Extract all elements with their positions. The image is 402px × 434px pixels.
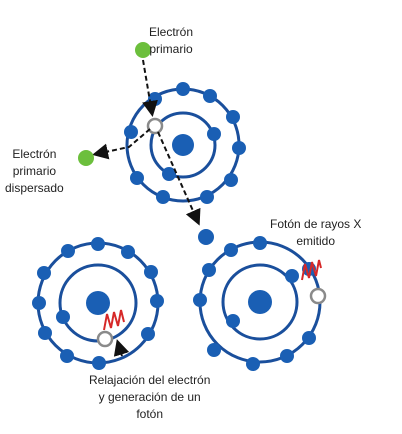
electron xyxy=(224,243,238,257)
electron xyxy=(162,167,176,181)
vacancy xyxy=(96,330,114,348)
outer-electrons xyxy=(193,236,316,371)
vacancy xyxy=(146,117,164,135)
ejected-electron xyxy=(198,229,214,245)
scattered-path xyxy=(92,128,151,160)
nucleus xyxy=(172,134,194,156)
relaxation-arrow xyxy=(113,339,130,357)
electron xyxy=(150,294,164,308)
electron xyxy=(226,110,240,124)
electron xyxy=(226,314,240,328)
atom-bottom-right xyxy=(193,236,327,371)
electron xyxy=(56,310,70,324)
inner-electrons xyxy=(56,310,70,324)
inner-orbit xyxy=(149,111,217,179)
electron xyxy=(144,265,158,279)
electron xyxy=(156,190,170,204)
atom-bottom-left xyxy=(32,237,164,370)
incoming-path-arrow xyxy=(142,59,158,117)
scattered-electron xyxy=(78,150,94,166)
ejected-electron-path xyxy=(157,131,201,226)
label-relaxation: Relajación del electrón y generación de … xyxy=(89,373,211,421)
electron xyxy=(280,349,294,363)
atom-top xyxy=(124,82,246,204)
electron xyxy=(130,171,144,185)
electron xyxy=(232,141,246,155)
electron xyxy=(92,356,106,370)
label-xray-photon: Fotón de rayos X emitido xyxy=(270,217,362,248)
electron xyxy=(285,269,299,283)
electron xyxy=(37,266,51,280)
electron xyxy=(193,293,207,307)
nucleus xyxy=(86,291,110,315)
electron xyxy=(141,327,155,341)
electron xyxy=(246,357,260,371)
electron xyxy=(32,296,46,310)
outer-electrons xyxy=(32,237,164,370)
electron xyxy=(91,237,105,251)
primary-electron xyxy=(135,42,151,58)
electron xyxy=(176,82,190,96)
inner-electrons xyxy=(162,127,221,181)
photon-wave xyxy=(301,259,322,281)
electron xyxy=(38,326,52,340)
outer-electrons xyxy=(124,82,246,204)
electron xyxy=(224,173,238,187)
electron xyxy=(253,236,267,250)
label-scattered-electron: Electrón primario dispersado xyxy=(5,147,64,195)
electron xyxy=(61,244,75,258)
electron xyxy=(207,127,221,141)
inner-orbit xyxy=(221,263,299,341)
electron xyxy=(200,190,214,204)
inner-electrons xyxy=(226,269,299,328)
electron xyxy=(121,245,135,259)
label-primary-electron: Electrón primario xyxy=(149,25,194,56)
electron xyxy=(203,89,217,103)
electron xyxy=(124,125,138,139)
nucleus xyxy=(248,290,272,314)
electron xyxy=(302,331,316,345)
electron xyxy=(60,349,74,363)
photon-wave xyxy=(103,309,125,331)
electron xyxy=(202,263,216,277)
vacancy xyxy=(309,287,327,305)
electron xyxy=(207,343,221,357)
